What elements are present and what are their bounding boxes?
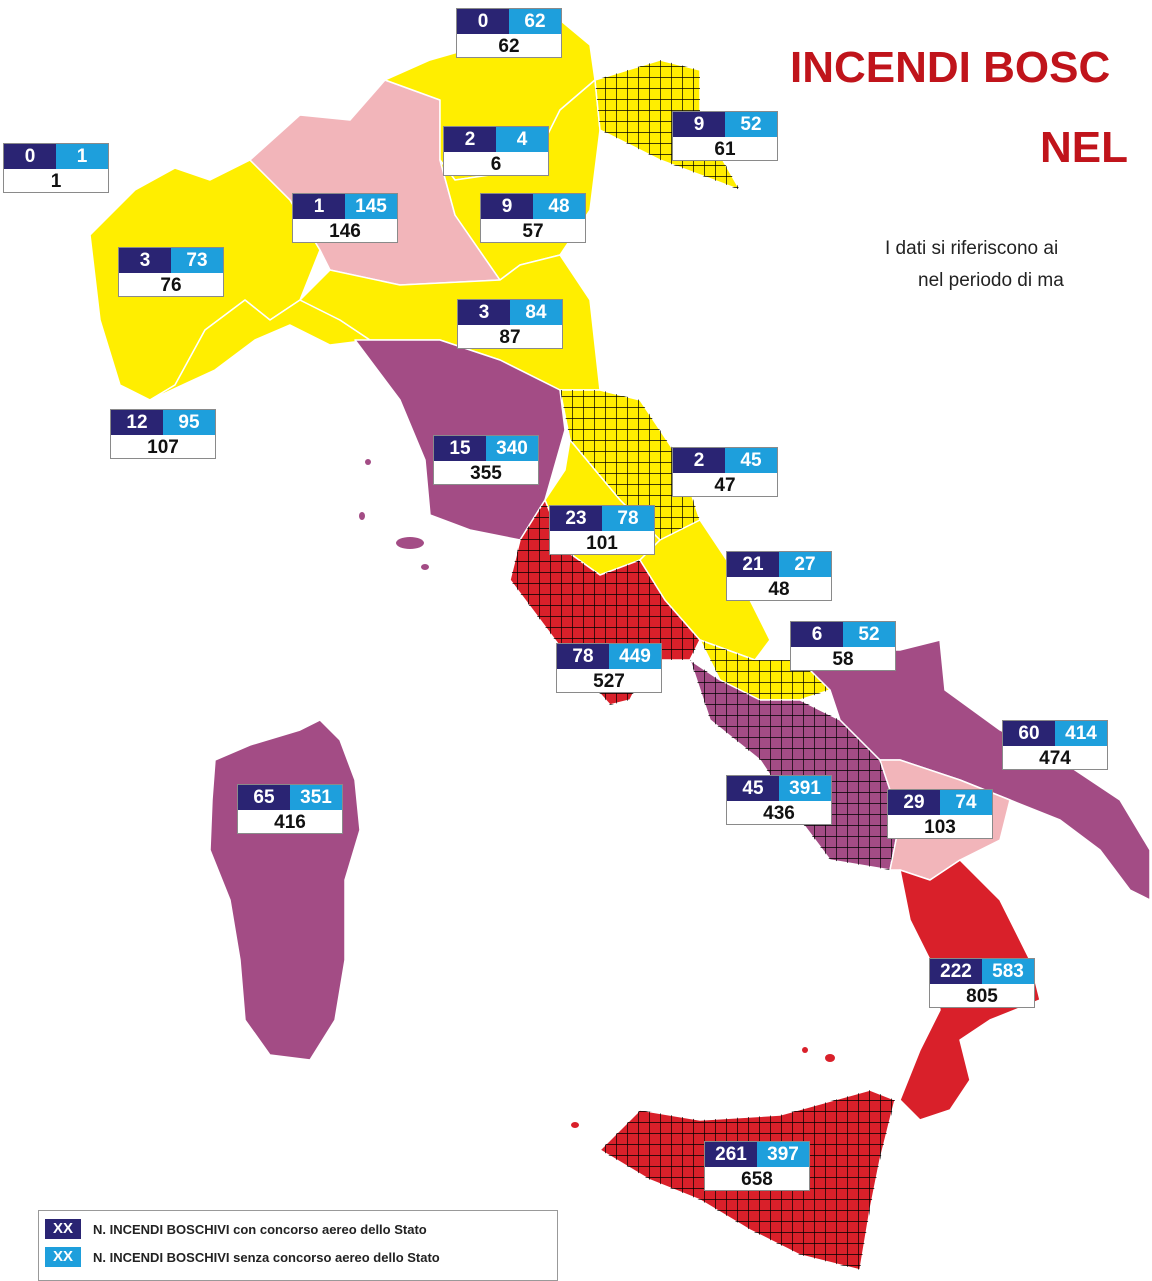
region-sardegna xyxy=(209,719,361,1061)
map-title-line2: NEL xyxy=(1040,123,1128,172)
subtitle-line2: nel periodo di ma xyxy=(918,270,1064,291)
map-legend: XX N. INCENDI BOSCHIVI con concorso aere… xyxy=(38,1210,558,1281)
legend-label-with-aerial: N. INCENDI BOSCHIVI con concorso aereo d… xyxy=(93,1221,427,1237)
legend-row-with-aerial: XX N. INCENDI BOSCHIVI con concorso aere… xyxy=(39,1217,557,1241)
legend-label-without-aerial: N. INCENDI BOSCHIVI senza concorso aereo… xyxy=(93,1249,440,1265)
legend-swatch-with-aerial: XX xyxy=(45,1219,81,1239)
legend-row-without-aerial: XX N. INCENDI BOSCHIVI senza concorso ae… xyxy=(39,1245,557,1269)
legend-swatch-without-aerial: XX xyxy=(45,1247,81,1267)
subtitle-line1: I dati si riferiscono ai xyxy=(885,238,1059,259)
map-title: INCENDI BOSC xyxy=(790,43,1111,92)
